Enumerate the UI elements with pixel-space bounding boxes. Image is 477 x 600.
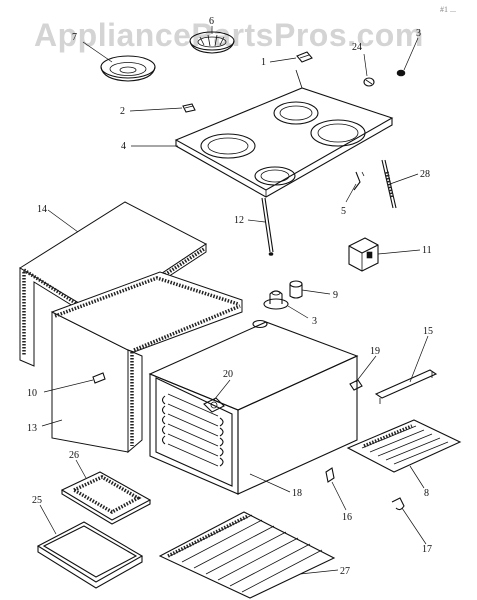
part-broil-pan-grid[interactable] xyxy=(60,471,152,525)
part-element-rod[interactable] xyxy=(381,159,397,209)
part-element-clip[interactable] xyxy=(391,497,405,511)
part-light-socket[interactable] xyxy=(203,397,225,413)
part-broil-pan[interactable] xyxy=(36,521,144,589)
part-burner-cap-mid[interactable] xyxy=(263,290,289,310)
part-broil-element[interactable] xyxy=(346,419,462,473)
part-cooktop[interactable] xyxy=(174,69,394,198)
callout-27: 27 xyxy=(340,566,350,577)
callout-24: 24 xyxy=(352,42,362,53)
callout-25: 25 xyxy=(32,495,42,506)
part-bushing[interactable] xyxy=(289,280,303,299)
part-terminal-block[interactable] xyxy=(348,237,379,272)
part-spring-clip[interactable] xyxy=(353,171,365,191)
part-drip-bowl-large[interactable] xyxy=(100,55,156,82)
part-knob[interactable] xyxy=(363,77,375,87)
callout-8: 8 xyxy=(424,488,429,499)
callout-12: 12 xyxy=(234,215,244,226)
callout-19: 19 xyxy=(370,346,380,357)
callout-28: 28 xyxy=(420,169,430,180)
part-cap-top[interactable] xyxy=(396,69,406,77)
callout-15: 15 xyxy=(423,326,433,337)
part-hinge-clip[interactable] xyxy=(296,51,313,63)
callout-11: 11 xyxy=(422,245,432,256)
callout-2: 2 xyxy=(120,106,125,117)
callout-10: 10 xyxy=(27,388,37,399)
callout-26: 26 xyxy=(69,450,79,461)
part-rack-guide[interactable] xyxy=(374,369,438,404)
callout-5: 5 xyxy=(341,206,346,217)
callout-16: 16 xyxy=(342,512,352,523)
part-oven-rack[interactable] xyxy=(158,511,336,599)
callout-17: 17 xyxy=(422,544,432,555)
callout-3-top: 3 xyxy=(416,28,421,39)
callout-3-mid: 3 xyxy=(312,316,317,327)
part-oven-liner[interactable] xyxy=(148,319,359,495)
callout-labels: 7 6 1 24 3 2 4 5 28 12 11 9 3 14 10 13 2… xyxy=(27,16,433,577)
part-small-clip[interactable] xyxy=(349,379,363,391)
callout-4: 4 xyxy=(121,141,126,152)
part-support-rod[interactable] xyxy=(261,197,274,256)
callout-7: 7 xyxy=(72,32,77,43)
callout-14: 14 xyxy=(37,204,47,215)
part-insulation-side[interactable] xyxy=(50,271,243,454)
part-insulation-clip[interactable] xyxy=(92,372,106,384)
part-element-bracket[interactable] xyxy=(325,467,335,483)
corner-note: #1 ... xyxy=(440,5,456,14)
callout-6: 6 xyxy=(209,16,214,27)
leader-lines xyxy=(39,26,429,575)
callout-13: 13 xyxy=(27,423,37,434)
callout-20: 20 xyxy=(223,369,233,380)
part-bracket[interactable] xyxy=(182,103,196,113)
callout-18: 18 xyxy=(292,488,302,499)
callout-9: 9 xyxy=(333,290,338,301)
callout-1: 1 xyxy=(261,57,266,68)
